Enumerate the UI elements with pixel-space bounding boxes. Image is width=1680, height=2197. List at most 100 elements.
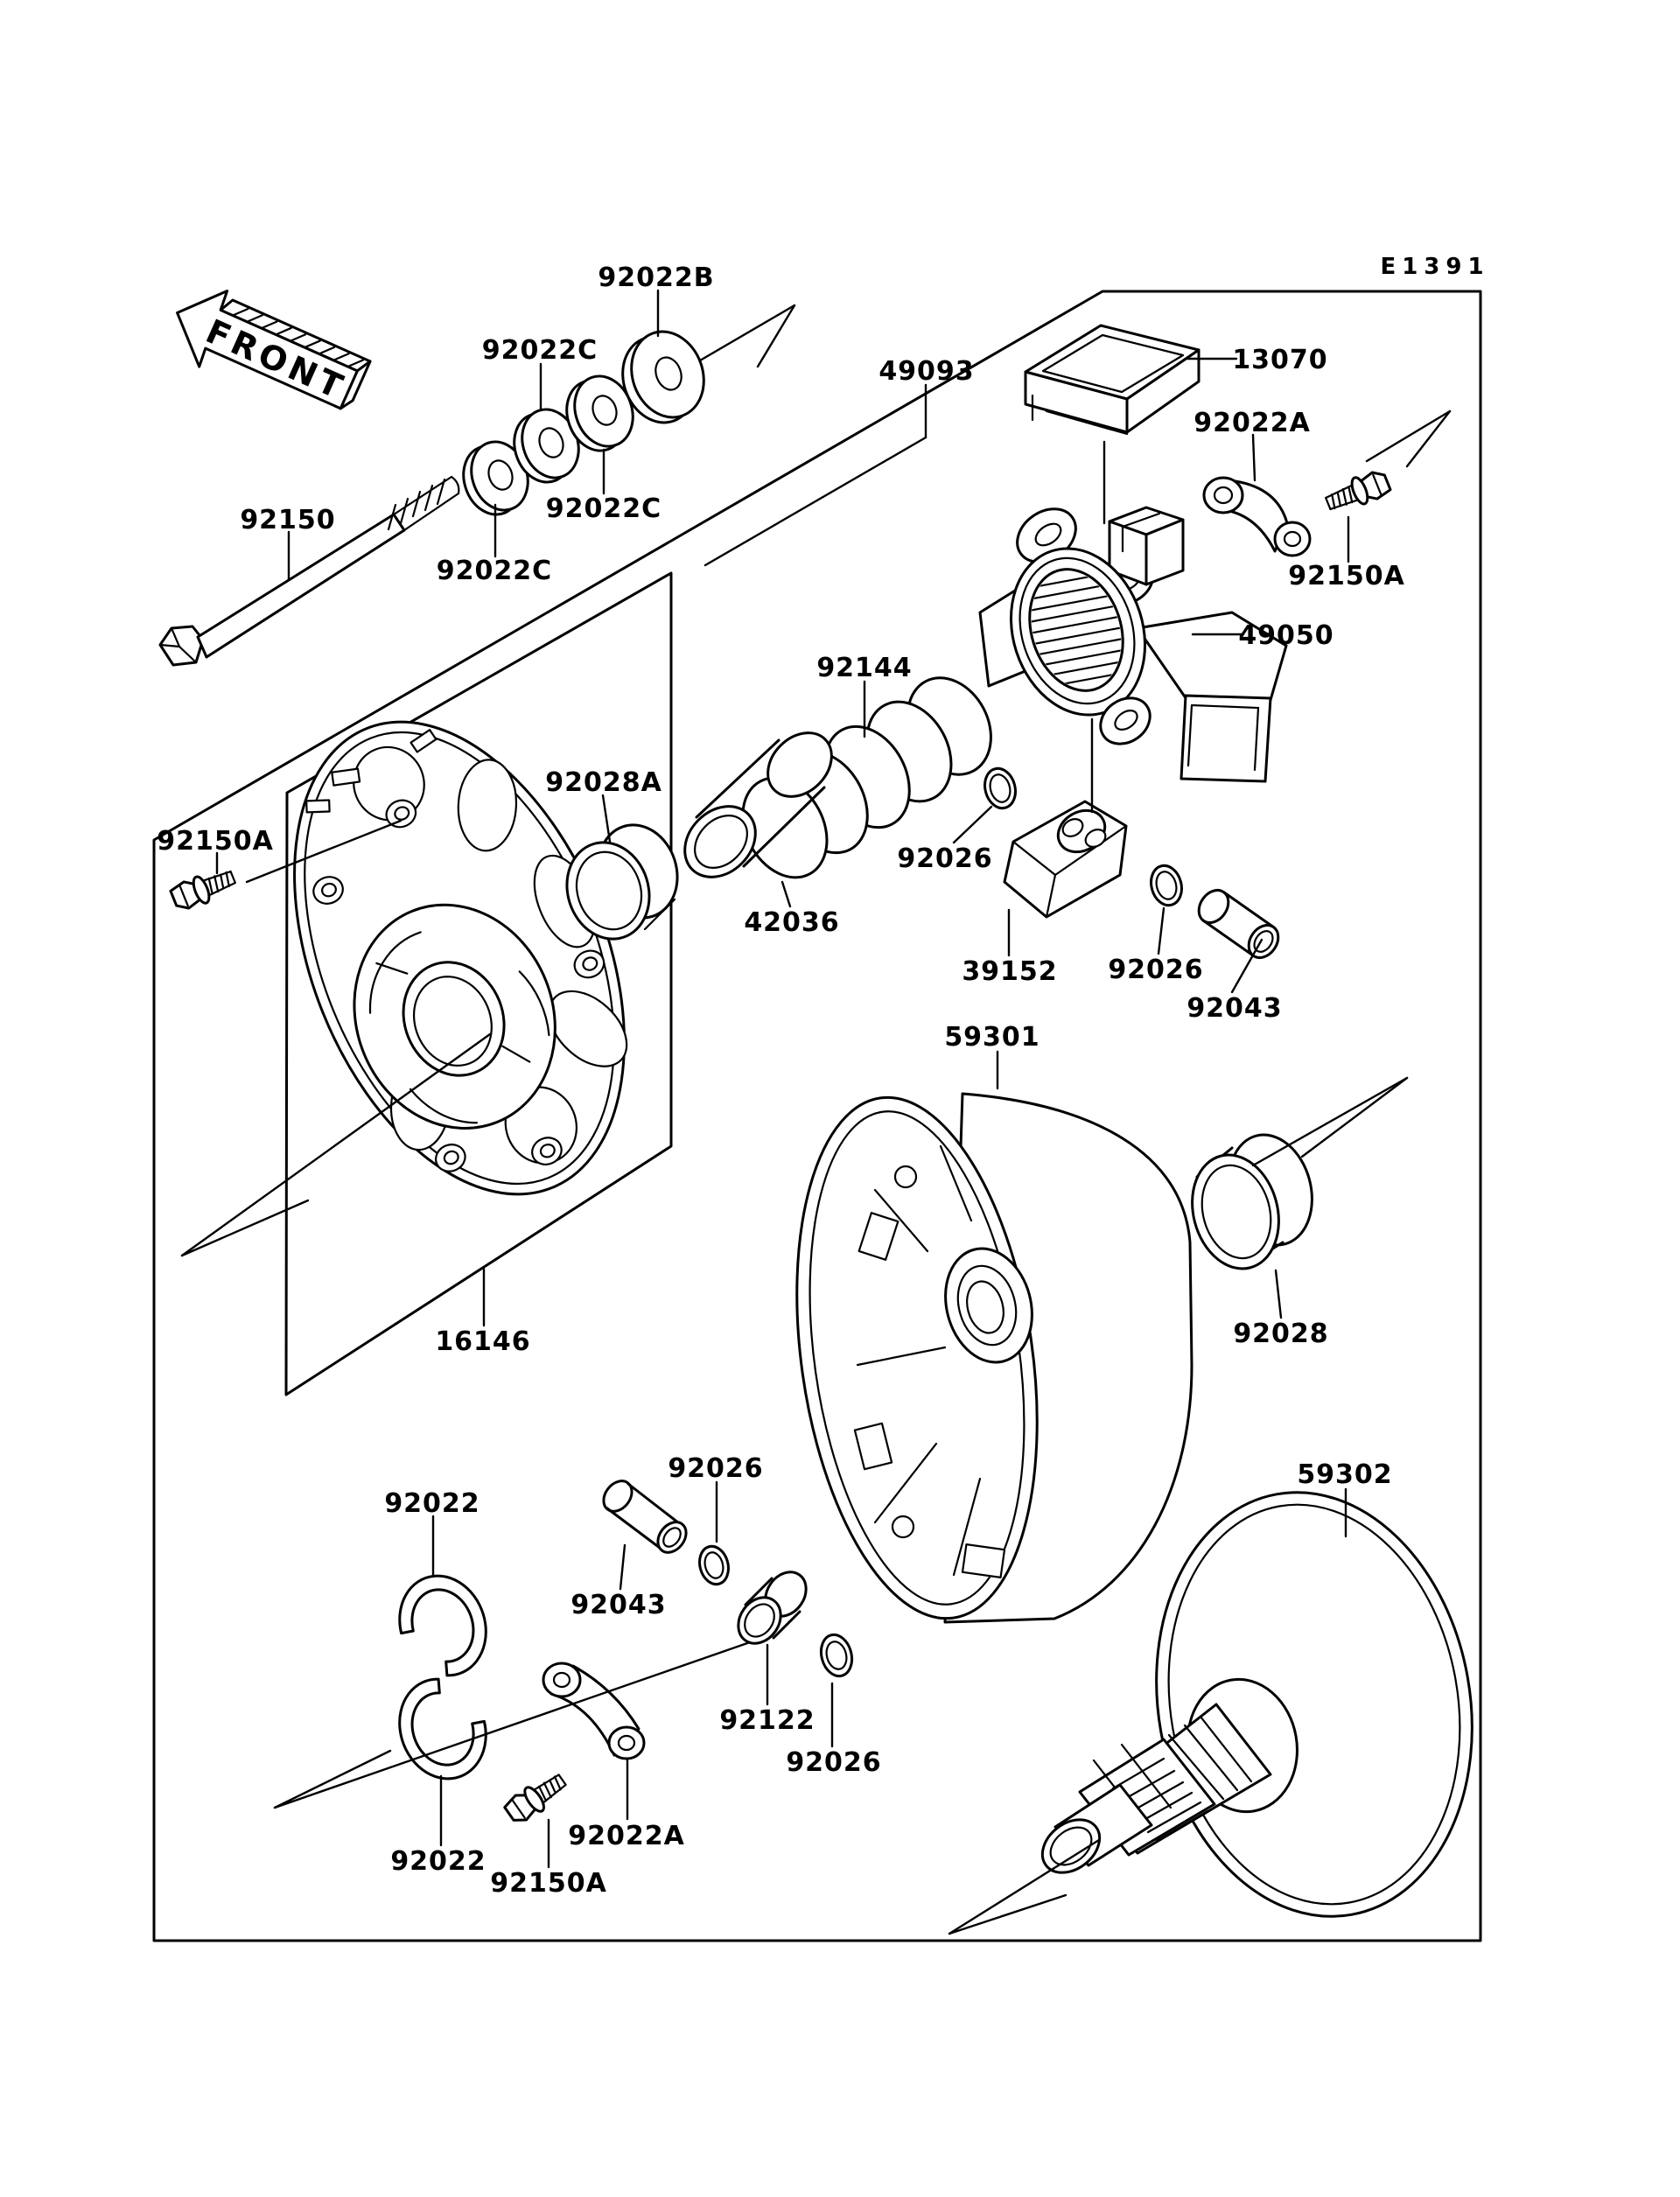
collar-side [695,738,780,819]
leader-line [780,880,792,908]
plate-bolt-holes [312,799,606,1172]
assembly-lines [245,440,1106,884]
part-label: 92022C [482,335,598,366]
sheave-rim [1167,1503,1461,1906]
bracket-92022a-top [1202,476,1312,557]
spider-block-notch [1121,512,1161,553]
part-label: 92150A [1288,561,1405,591]
drum-59301 [795,1092,1194,1624]
sheave-disc [1155,1491,1474,1918]
cring-92022-lower [398,1677,487,1781]
washer-92022c-2-hole [538,427,564,458]
weight-bore [1061,818,1084,837]
pin-bore [662,1527,682,1548]
bolt-flange [192,875,211,905]
shaft-collar-rings [1167,1715,1253,1801]
assembly-arrow [180,1032,492,1257]
part-label: 49093 [878,356,974,387]
plate-hub-detail [375,962,531,1063]
bolt-head-facet [178,884,189,907]
bolt-92150-threads [387,475,460,532]
part-label: 92022C [437,556,552,586]
bushing-side [772,1610,802,1640]
oring-92026-4 [819,1633,854,1678]
oring-inner [1155,871,1178,900]
bushing-side [744,1577,774,1606]
oring-inner [825,1641,848,1670]
spider-49050 [978,506,1288,783]
part-label: 92026 [1108,955,1203,985]
part-label: 92026 [897,843,992,874]
pin-side [1222,891,1276,929]
weight-bore [1084,829,1107,848]
plate-slot-1 [331,767,361,787]
weight-39152 [1003,800,1128,919]
plate-16146 [293,720,628,1196]
part-label: 92022A [1194,408,1311,438]
leader-line [1274,1269,1283,1319]
part-label: 59302 [1297,1459,1392,1490]
plate-bolt-hole-bore [443,1150,459,1165]
washer-92022c-1-hole [487,459,514,491]
frame-border [152,290,1482,1942]
bushing-92028a-side [643,898,676,931]
spider-foot-face [1186,703,1260,772]
part-label: 59301 [944,1022,1040,1053]
spider-top-block [1108,506,1185,586]
leader-line [1251,433,1256,482]
bolt-threads [533,1774,567,1804]
assembly-arrow [948,1838,1101,1935]
assembly-line [245,819,402,884]
plate-bolt-hole-bore [321,882,337,898]
leader-line [601,794,612,843]
panel-16146 [284,571,673,1396]
part-label: 92028A [545,767,662,798]
front-arrow-face [176,290,359,410]
bolt-flange [1350,476,1369,506]
shoe-13070 [1024,324,1200,436]
drum-lug [858,1212,900,1261]
spider-ear-south-hole [1114,709,1138,731]
bracket-eye-hole [1283,530,1302,548]
part-label: 92022 [390,1846,486,1877]
drum-hub-bore [966,1280,1004,1334]
washer-92022b-hole [654,356,682,391]
part-label: 42036 [744,907,839,938]
pin-back [1197,888,1230,925]
assembly-arrow [948,1893,1068,1935]
spider-foot-pad [1180,694,1272,783]
plate-cutout-2 [457,759,518,852]
assembly-arrow [1251,1076,1409,1167]
bushing-92028a-bore [575,850,643,931]
sheave-shaft [1040,1703,1272,1874]
collar-side [742,786,826,868]
drum-ribs [856,1144,982,1577]
bracket-eye-hole [552,1671,571,1689]
bushing-92028a [565,823,679,941]
front-arrow: FRONT [176,290,372,410]
oring-92026-3 [698,1544,730,1586]
spider-ear-nw-hole [1034,522,1062,547]
drum-boss [891,1515,915,1539]
bushing-92028 [1191,1133,1313,1270]
plate-hub-ramps [368,931,550,1124]
leader-line [704,436,928,567]
shoe-opening [1041,333,1185,394]
part-label: 92150A [490,1868,607,1899]
assembly-arrow [273,1641,752,1809]
part-label: 92144 [816,653,912,683]
part-label: 92022B [598,262,714,293]
assembly-arrow [1365,409,1452,463]
washer-92022c-3-hole [592,395,618,426]
collar-back [766,731,833,798]
part-label: 16146 [435,1326,530,1357]
plate-slot-3 [410,729,438,753]
bolt-92150a-bottom [503,1774,567,1822]
part-label: 92026 [668,1453,763,1484]
bolt-head-facet [511,1799,526,1819]
pin-92043-2 [602,1480,688,1554]
oring-92026-2 [1150,864,1183,907]
